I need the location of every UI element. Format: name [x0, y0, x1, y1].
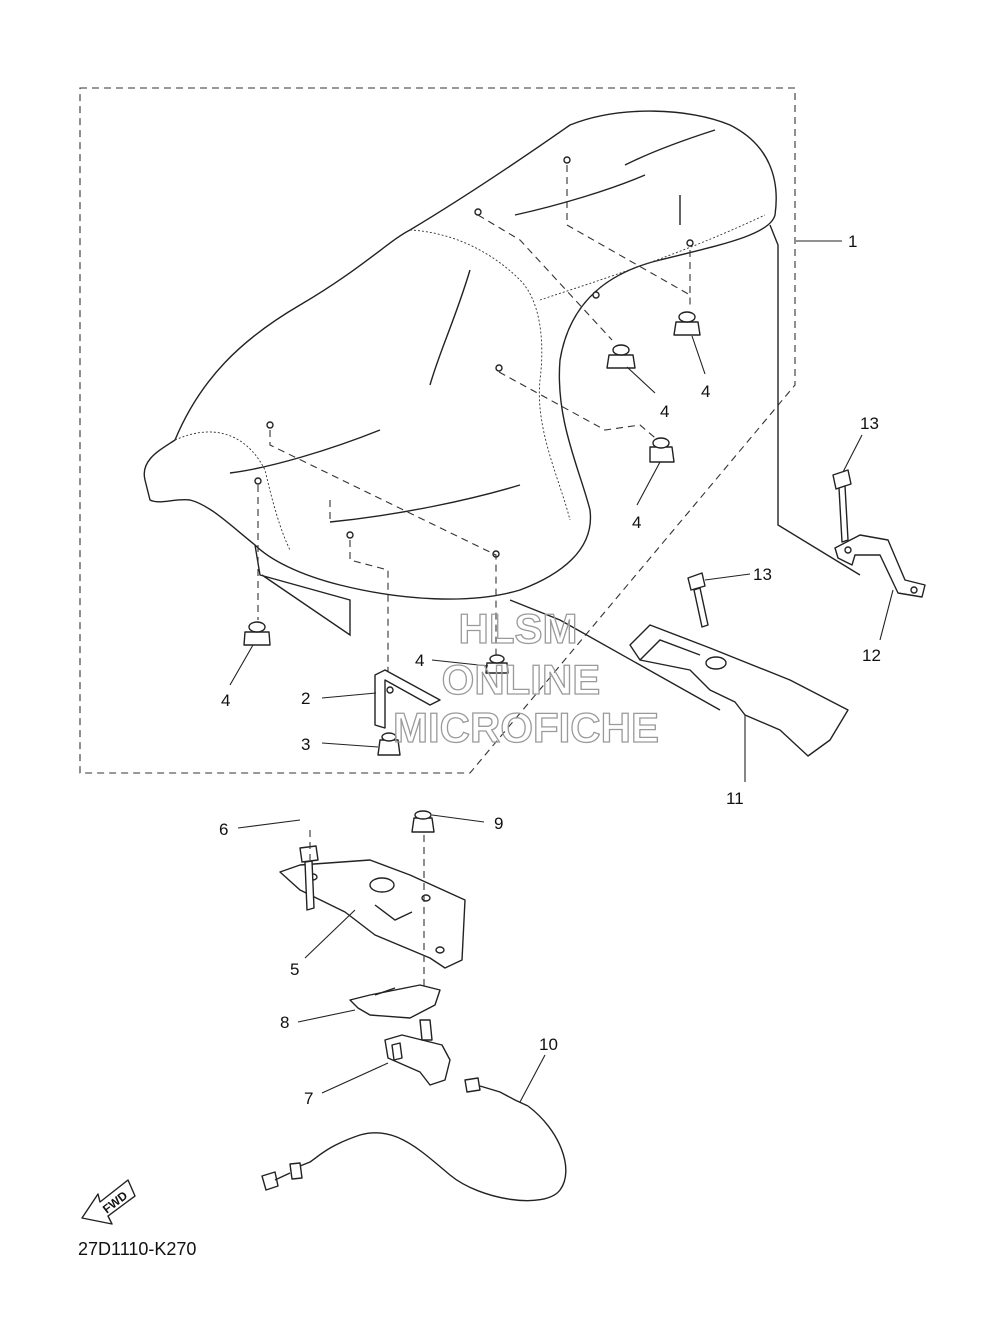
grab-bracket-part-12[interactable] — [834, 534, 926, 598]
damper-part-4[interactable] — [485, 654, 509, 674]
damper-part-4[interactable] — [673, 311, 701, 336]
hook-part-8[interactable] — [349, 984, 441, 1019]
lock-part-7[interactable] — [384, 1019, 451, 1086]
watermark-line3: MICROFICHE — [393, 704, 659, 751]
callout-6: 6 — [219, 820, 228, 839]
damper-part-4[interactable] — [243, 621, 271, 646]
assembly-boundary — [79, 87, 796, 774]
callout-13: 13 — [860, 414, 879, 433]
seat-part-1[interactable] — [143, 110, 861, 711]
callout-11: 11 — [726, 789, 744, 808]
watermark: HLSM ONLINE MICROFICHE — [392, 604, 659, 751]
callout-2: 2 — [301, 689, 310, 708]
watermark-line1: HLSM — [459, 605, 578, 652]
callout-4: 4 — [660, 402, 669, 421]
damper-part-4[interactable] — [649, 437, 675, 463]
fwd-arrow-icon: FWD — [81, 1179, 136, 1225]
callout-4: 4 — [221, 691, 230, 710]
callout-12: 12 — [862, 646, 881, 665]
callout-13: 13 — [753, 565, 772, 584]
callout-5: 5 — [290, 960, 299, 979]
assembly-line-a — [566, 165, 691, 305]
callout-4: 4 — [701, 382, 710, 401]
assembly-line-c — [498, 371, 661, 443]
nut-part-9[interactable] — [411, 810, 435, 833]
callout-3: 3 — [301, 735, 310, 754]
bolt-part-13[interactable] — [687, 572, 709, 628]
callout-1: 1 — [848, 232, 857, 251]
callout-9: 9 — [494, 814, 503, 833]
watermark-line2: ONLINE — [442, 656, 601, 703]
callout-10: 10 — [539, 1035, 558, 1054]
drawing-code: 27D1110-K270 — [78, 1239, 196, 1259]
bolt-part-6[interactable] — [299, 845, 319, 911]
cable-part-10[interactable] — [261, 1077, 567, 1202]
callout-4: 4 — [632, 513, 641, 532]
bolt-part-13[interactable] — [832, 469, 852, 543]
leader-lines — [229, 240, 894, 1103]
cover-part-11[interactable] — [629, 624, 849, 757]
assembly-line-b — [477, 214, 613, 341]
callout-4: 4 — [415, 651, 424, 670]
damper-part-4[interactable] — [606, 344, 636, 369]
bracket-part-2[interactable] — [374, 669, 441, 729]
assembly-line-d — [269, 430, 497, 660]
assembly-line-f — [349, 540, 389, 680]
callout-8: 8 — [280, 1013, 289, 1032]
callout-7: 7 — [304, 1089, 313, 1108]
nut-part-3[interactable] — [377, 732, 401, 756]
